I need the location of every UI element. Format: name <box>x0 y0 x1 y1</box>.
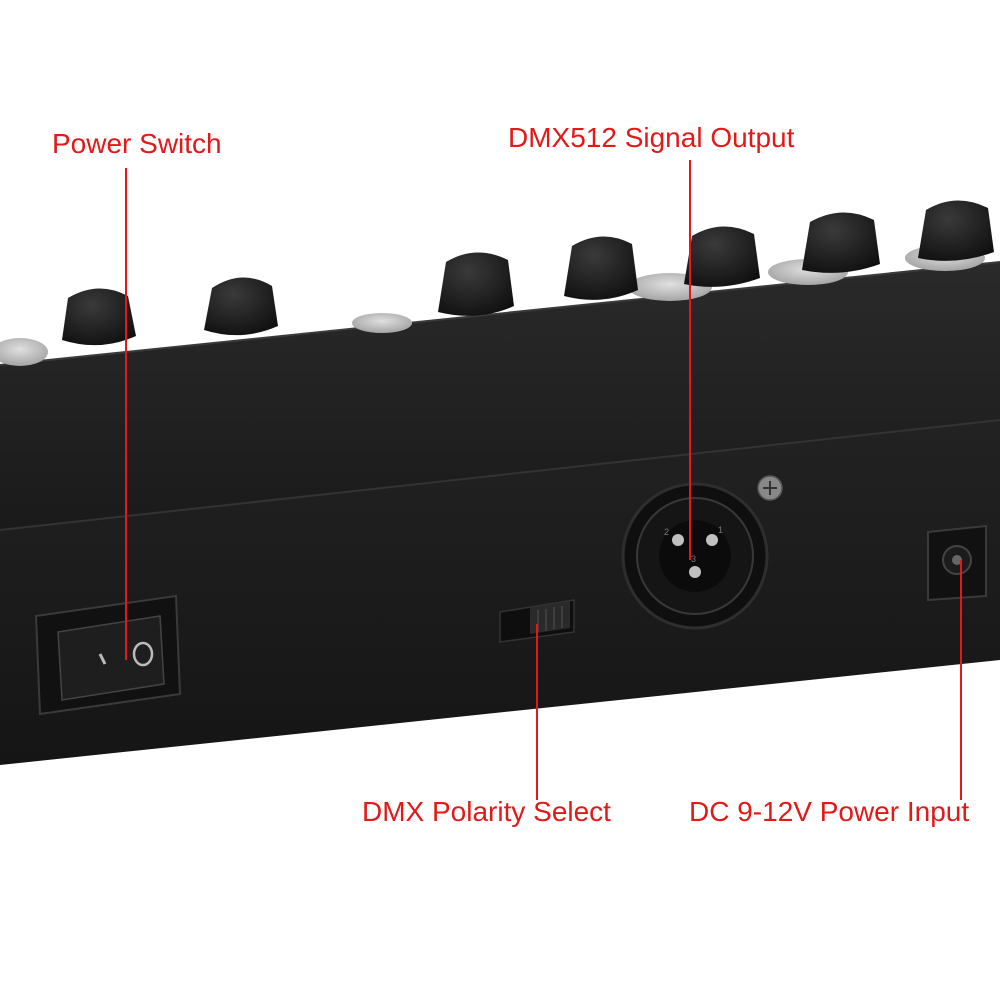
mounting-screw <box>757 475 783 501</box>
xlr-pin2-label: 2 <box>664 527 669 537</box>
rotary-knobs <box>62 200 994 346</box>
switch-off-symbol <box>132 641 154 667</box>
xlr-pin3-label: 3 <box>691 554 696 564</box>
power-switch-label: Power Switch <box>52 128 222 159</box>
dc-power-jack[interactable] <box>927 524 987 602</box>
dmx-xlr-connector[interactable]: 2 1 3 <box>621 482 769 630</box>
dmx-output-label: DMX512 Signal Output <box>508 122 795 153</box>
device-upper-panel <box>0 262 1000 530</box>
xlr-pin1-label: 1 <box>718 525 723 535</box>
switch-on-symbol <box>98 653 107 665</box>
dc-input-label: DC 9-12V Power Input <box>689 796 970 827</box>
polarity-select-label: DMX Polarity Select <box>362 796 611 827</box>
device-front-panel <box>0 420 1000 765</box>
power-switch[interactable] <box>34 594 182 716</box>
callout-lines <box>125 160 962 800</box>
polarity-select-switch[interactable] <box>499 599 575 643</box>
